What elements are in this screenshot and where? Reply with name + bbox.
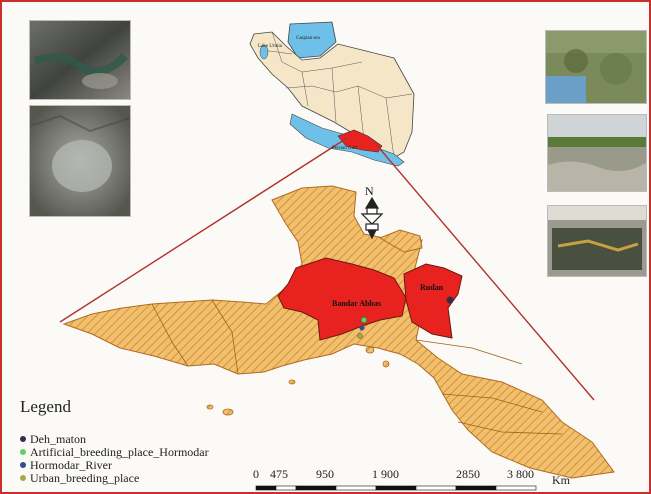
caspian-sea-label: Caspian sea <box>296 36 320 41</box>
photo-bottom-right <box>547 205 647 277</box>
artificial-breeding-point <box>360 316 368 324</box>
scale-tick-3: 1 900 <box>372 467 399 481</box>
rudan-label: Rudan <box>420 283 444 292</box>
photo-middle-right <box>547 114 647 192</box>
scale-tick-0: 0 <box>253 467 259 481</box>
inset-province-lines <box>261 31 413 159</box>
urban-breeding-point <box>357 333 363 339</box>
rudan-region <box>403 263 463 339</box>
persian-gulf-label: Persian Gulf <box>332 146 358 151</box>
legend-label: Hormodar_River <box>30 458 112 472</box>
legend-title: Legend <box>20 397 71 416</box>
legend-dot-icon <box>20 462 26 468</box>
lake-urmia-label: Lake Urmia <box>258 44 283 49</box>
scale-tick-2: 950 <box>316 467 334 481</box>
photo-top-right <box>545 30 647 104</box>
legend: Legend Deh_maton Artificial_breeding_pla… <box>20 397 209 485</box>
scale-bar <box>255 485 537 491</box>
legend-item: Deh_maton <box>20 433 209 446</box>
connector-line-right <box>373 141 595 401</box>
legend-dot-icon <box>20 475 26 481</box>
north-arrow-label: N <box>365 184 374 198</box>
legend-item: Urban_breeding_place <box>20 472 209 485</box>
photo-middle-left <box>29 105 131 217</box>
north-arrow-icon <box>360 196 384 240</box>
caspian-sea-shape <box>287 21 337 59</box>
legend-dot-icon <box>20 436 26 442</box>
deh-maton-point <box>446 296 454 304</box>
legend-label: Urban_breeding_place <box>30 471 140 485</box>
legend-label: Deh_maton <box>30 432 86 446</box>
photo-top-left <box>29 20 131 100</box>
hormozgan-province-map <box>62 185 615 479</box>
legend-item: Artificial_breeding_place_Hormodar <box>20 446 209 459</box>
connector-line-left <box>59 137 348 323</box>
lake-urmia-shape <box>259 44 269 60</box>
iran-inset-shape <box>249 31 415 161</box>
hormodar-river-point <box>359 325 365 331</box>
scale-unit: Km <box>552 473 570 487</box>
legend-dot-icon <box>20 449 26 455</box>
bandar-abbas-label: Bandar Abbas <box>332 299 381 308</box>
legend-item: Hormodar_River <box>20 459 209 472</box>
scale-tick-1: 475 <box>270 467 288 481</box>
scale-tick-4: 2850 <box>456 467 480 481</box>
legend-label: Artificial_breeding_place_Hormodar <box>30 445 209 459</box>
scale-tick-5: 3 800 <box>507 467 534 481</box>
